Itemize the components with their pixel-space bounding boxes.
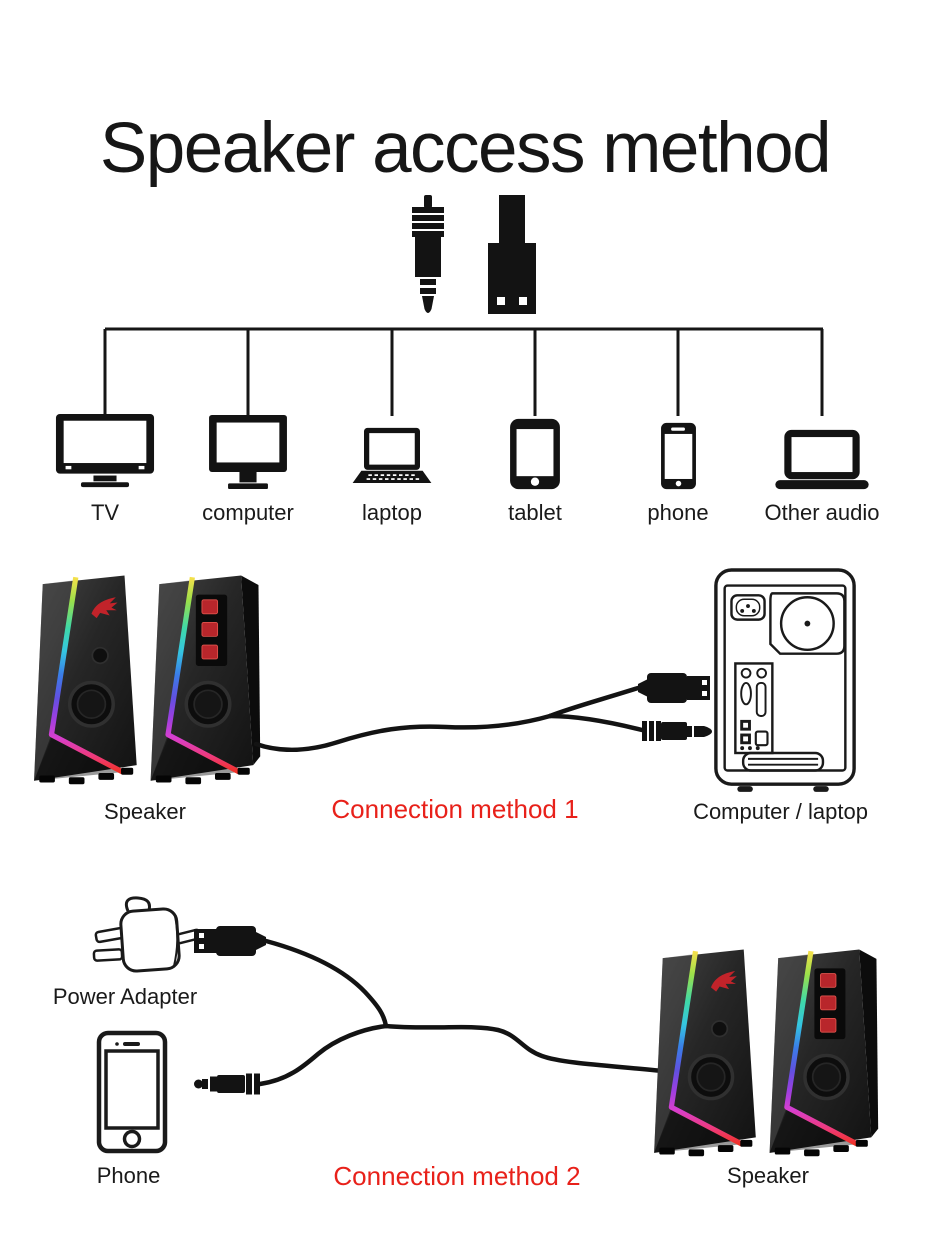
- laptop-icon: [349, 410, 435, 490]
- device-computer: computer: [166, 410, 330, 526]
- tv-icon: [55, 410, 155, 490]
- speaker-pair-image-2: [654, 946, 880, 1158]
- page-title: Speaker access method: [99, 108, 832, 188]
- device-tv: TV: [23, 410, 187, 526]
- device-laptop: laptop: [310, 410, 474, 526]
- power-adapter-label: Power Adapter: [52, 984, 198, 1009]
- audio-device-icon: [774, 410, 870, 490]
- aux-connector-left-icon: [194, 1073, 260, 1095]
- aux-connector-right-icon: [642, 721, 712, 741]
- smartphone-icon: [660, 410, 697, 490]
- aux-jack-icon: [412, 195, 444, 313]
- device-label-laptop: laptop: [362, 500, 422, 525]
- tablet-icon: [509, 410, 561, 490]
- device-tablet: tablet: [453, 410, 617, 526]
- device-label-phone: phone: [647, 500, 709, 525]
- device-label-tablet: tablet: [508, 500, 562, 525]
- cable-merge-usb-aux: [194, 926, 675, 1095]
- monitor-icon: [208, 410, 288, 490]
- cable-split-usb-aux: [253, 673, 712, 752]
- speaker-pair-image-1: [34, 572, 262, 786]
- phone-outline-icon: [96, 1030, 168, 1154]
- device-label-tv: TV: [90, 500, 120, 525]
- computer-laptop-label: Computer / laptop: [693, 799, 868, 824]
- usb-connector-left-icon: [194, 926, 266, 956]
- speaker-label-1: Speaker: [104, 799, 186, 824]
- phone-label: Phone: [96, 1163, 161, 1188]
- device-other-audio: Other audio: [740, 410, 904, 526]
- usb-plug-icon: [488, 195, 536, 314]
- connection-tree-lines: [103, 327, 824, 416]
- connection-method-1-label: Connection method 1: [331, 794, 579, 824]
- device-label-computer: computer: [202, 500, 294, 525]
- speaker-label-2: Speaker: [727, 1163, 809, 1188]
- connection-method-2-label: Connection method 2: [333, 1161, 581, 1191]
- device-phone: phone: [596, 410, 760, 526]
- usb-connector-right-icon: [638, 673, 710, 703]
- device-label-other-audio: Other audio: [764, 500, 880, 525]
- pc-tower-rear-icon: [714, 568, 856, 792]
